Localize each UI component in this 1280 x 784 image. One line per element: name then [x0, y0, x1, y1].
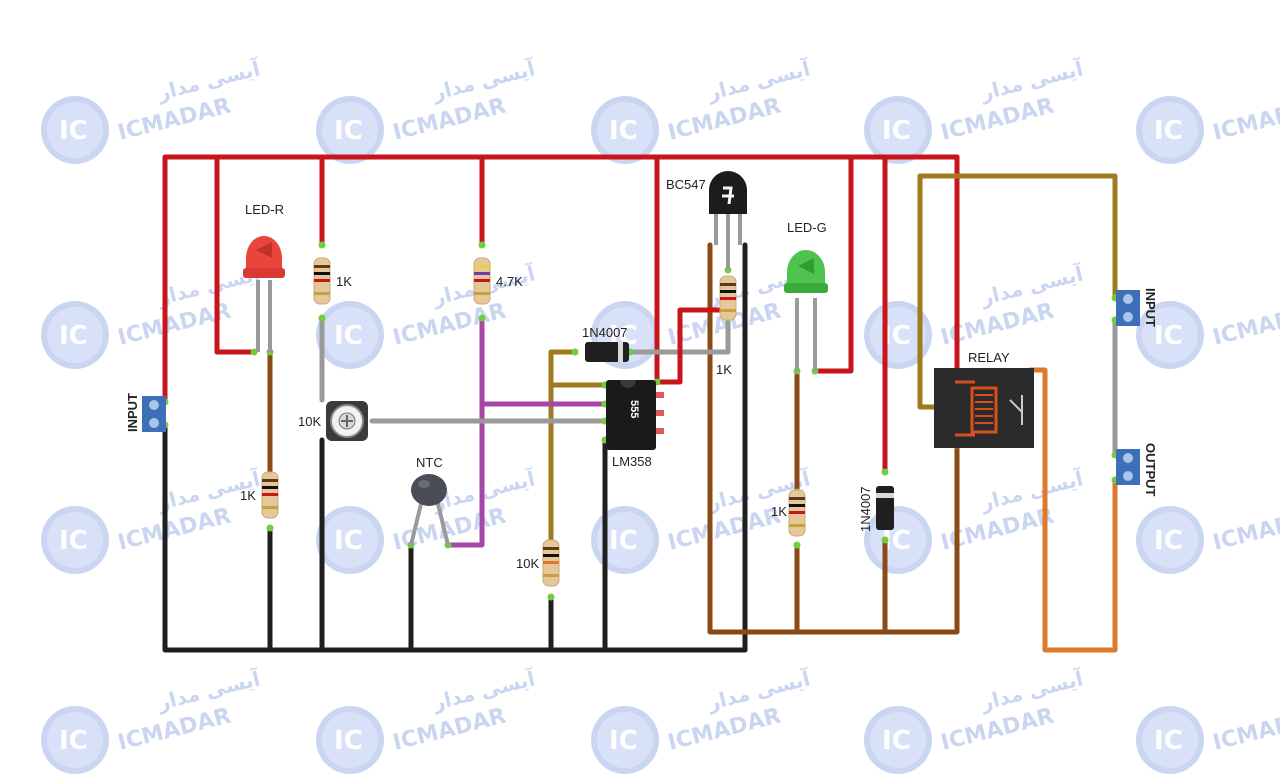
input-right-label: INPUT	[1143, 288, 1158, 327]
watermark-logo-text: IC	[609, 526, 638, 556]
watermark: IC ICMADAR آیسی مدار	[864, 55, 1086, 164]
watermark-brand: ICMADAR	[1210, 704, 1280, 756]
wire-opamp-base	[654, 307, 731, 385]
diode-2: 1N4007	[858, 486, 894, 532]
r-led-g-label: 1K	[771, 504, 787, 519]
watermark-logo-text: IC	[1154, 116, 1183, 146]
output-label: OUTPUT	[1143, 443, 1158, 497]
watermark-logo-text: IC	[1154, 526, 1183, 556]
r2-label: 4.7K	[496, 274, 523, 289]
led-red: LED-R	[243, 202, 285, 352]
wire-vcc-top-rail	[162, 154, 960, 405]
relay-label: RELAY	[968, 350, 1010, 365]
watermark-logo-text: IC	[1154, 321, 1183, 351]
watermark-logo-text: IC	[59, 116, 88, 146]
pot-label: 10K	[298, 414, 321, 429]
watermark: IC ICMADAR آیسی مدار	[864, 465, 1086, 574]
transistor-bc547: BC547	[666, 171, 747, 270]
wires	[162, 154, 1118, 653]
watermark: IC ICMADAR	[1136, 504, 1280, 574]
ic-label: LM358	[612, 454, 652, 469]
wire-bias-to-opamp	[548, 349, 578, 546]
input-left-label: INPUT	[125, 393, 140, 432]
transistor-label: BC547	[666, 177, 706, 192]
ntc-thermistor: NTC	[409, 455, 450, 546]
wire-relay-coil-input	[917, 173, 1118, 410]
diode2-label: 1N4007	[858, 486, 873, 532]
watermark: IC ICMADAR آیسی مدار	[41, 465, 263, 574]
wire-r2-ntc	[445, 315, 485, 548]
watermark: IC ICMADAR آیسی مدار	[864, 665, 1086, 774]
watermark-logo-text: IC	[334, 321, 363, 351]
watermark-logo-text: IC	[59, 526, 88, 556]
r-bias-label: 10K	[516, 556, 539, 571]
watermark-logo-text: IC	[609, 726, 638, 756]
watermark: IC ICMADAR	[1136, 94, 1280, 164]
wire-relay-output	[1027, 367, 1118, 653]
relay: RELAY	[934, 350, 1034, 448]
led-r-label: LED-R	[245, 202, 284, 217]
watermark: IC ICMADAR آیسی مدار	[591, 465, 813, 574]
resistor-bias: 10K	[516, 539, 560, 587]
terminal-output: OUTPUT	[1116, 443, 1158, 497]
watermark-logo-text: IC	[882, 116, 911, 146]
watermark-logo-text: IC	[334, 116, 363, 146]
watermark: IC ICMADAR آیسی مدار	[316, 665, 538, 774]
resistor-led-r: 1K	[240, 471, 279, 519]
potentiometer: 10K	[298, 401, 368, 441]
watermark: IC ICMADAR	[1136, 704, 1280, 774]
watermark-logo-text: IC	[1154, 726, 1183, 756]
ic-lm358: 555 LM358	[606, 380, 664, 469]
led-green: LED-G	[784, 220, 828, 371]
r1-label: 1K	[336, 274, 352, 289]
diode1-label: 1N4007	[582, 325, 628, 340]
watermark: IC ICMADAR آیسی مدار	[41, 665, 263, 774]
wire-emitter-bus	[707, 242, 960, 635]
ntc-label: NTC	[416, 455, 443, 470]
diode-1: 1N4007	[582, 325, 629, 362]
watermark: IC ICMADAR آیسی مدار	[591, 665, 813, 774]
resistor-r2: 4.7K	[473, 257, 523, 305]
watermark: IC ICMADAR آیسی مدار	[316, 55, 538, 164]
watermark-logo-text: IC	[334, 526, 363, 556]
terminal-input-left: INPUT	[125, 393, 166, 432]
wire-vcc-led-r	[214, 154, 257, 355]
resistor-led-g: 1K	[771, 489, 806, 537]
resistor-r1: 1K	[313, 257, 352, 305]
resistor-base: 1K	[716, 275, 737, 377]
watermark-brand: ICMADAR	[1210, 299, 1280, 351]
ic-marking: 555	[628, 400, 640, 418]
terminal-input-right: INPUT	[1116, 288, 1158, 327]
r-led-r-label: 1K	[240, 488, 256, 503]
wire-diode1-base	[627, 315, 731, 355]
r-base-label: 1K	[716, 362, 732, 377]
watermark-logo-text: IC	[59, 726, 88, 756]
watermark: IC ICMADAR آیسی مدار	[41, 55, 263, 164]
watermark-brand: ICMADAR	[1210, 94, 1280, 146]
watermark-brand: ICMADAR	[1210, 504, 1280, 556]
led-g-label: LED-G	[787, 220, 827, 235]
wire-vcc-led-g	[812, 154, 854, 374]
watermark-logo-text: IC	[59, 321, 88, 351]
watermark-logo-text: IC	[882, 726, 911, 756]
watermark-logo-text: IC	[609, 116, 638, 146]
watermark-logo-text: IC	[334, 726, 363, 756]
watermark: IC ICMADAR آیسی مدار	[591, 55, 813, 164]
